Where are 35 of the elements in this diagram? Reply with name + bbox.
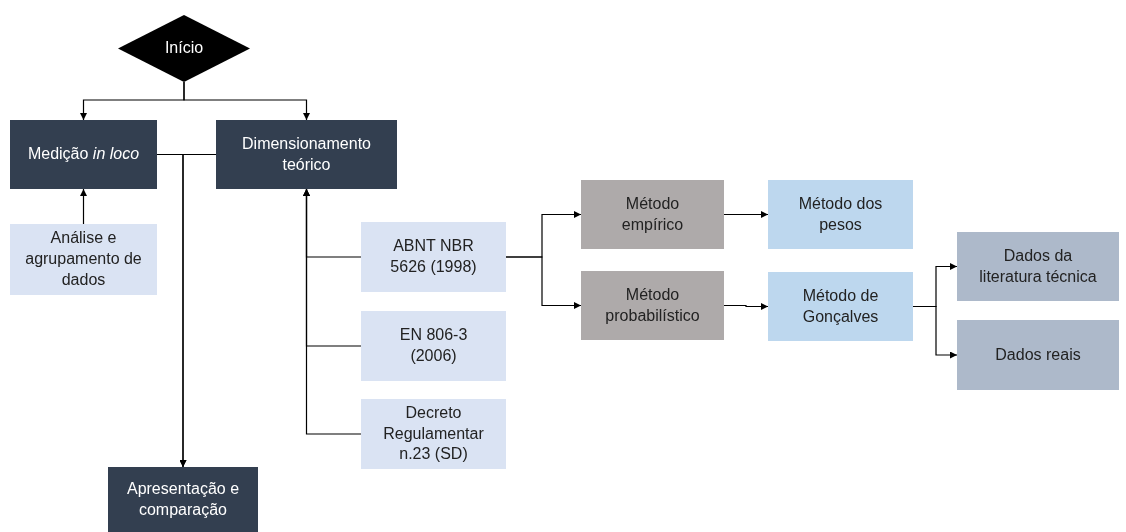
node-label: Dados reais [995, 344, 1081, 365]
data-box [957, 320, 1119, 390]
node-label: Dados da literatura técnica [978, 245, 1098, 287]
node-label: Dimensionamento teórico [241, 133, 372, 175]
process-box [361, 399, 506, 469]
process-box [10, 224, 157, 295]
arrow [723, 303, 769, 310]
arrow [303, 188, 362, 435]
process-box [361, 222, 506, 292]
process-box [108, 467, 258, 532]
arrow [179, 153, 217, 468]
node-label: Apresentação e comparação [125, 478, 241, 520]
node-label: EN 806-3 (2006) [398, 325, 469, 366]
method-box [768, 272, 913, 341]
node-label: Método dos pesos [797, 193, 884, 235]
method-box [581, 271, 724, 340]
node-label: Método de Gonçalves [801, 285, 880, 327]
node-label: ABNT NBR 5626 (1998) [389, 236, 478, 277]
arrow [723, 211, 769, 218]
arrow [505, 256, 582, 309]
node-label: Análise e agrupamento de dados [24, 228, 143, 290]
method-box [768, 180, 913, 249]
node-label: Medição in loco [27, 144, 140, 165]
process-box [216, 120, 397, 189]
node-label: Decreto Regulamentar n.23 (SD) [382, 402, 485, 465]
data-box [957, 232, 1119, 301]
method-box [581, 180, 724, 249]
arrow [183, 81, 310, 121]
node-label: Início [164, 38, 204, 59]
arrow [912, 305, 958, 359]
process-box [361, 311, 506, 381]
arrow [80, 188, 87, 225]
node-label: Método probabilístico [604, 284, 701, 326]
node-label: Método empírico [620, 193, 685, 235]
process-box [10, 120, 157, 189]
